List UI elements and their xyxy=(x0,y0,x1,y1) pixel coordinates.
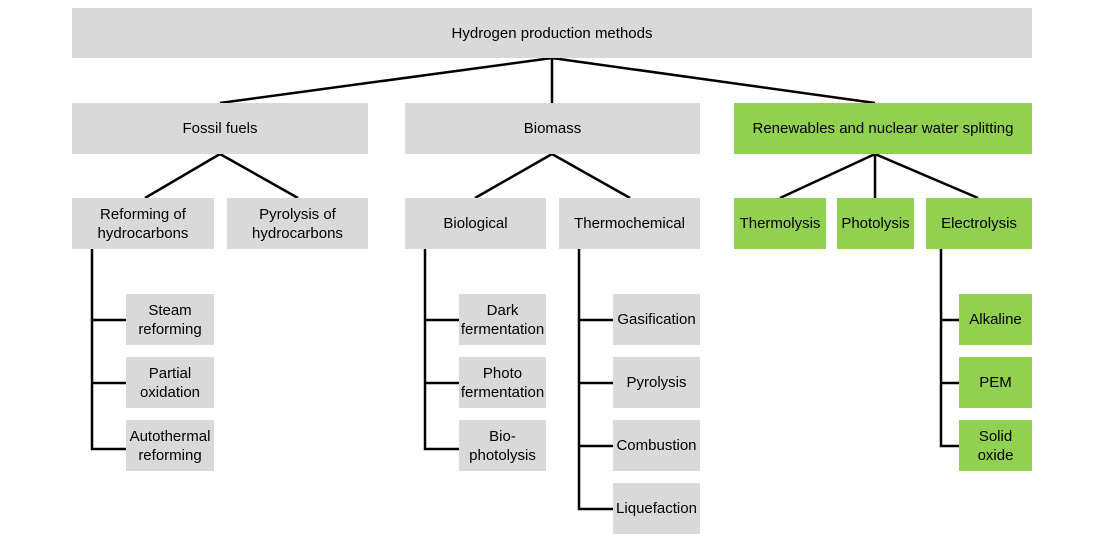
root-node: Hydrogen production methods xyxy=(72,8,1032,58)
combustion-node: Combustion xyxy=(613,420,700,471)
electrolysis-node: Electrolysis xyxy=(926,198,1032,249)
photolysis-node: Photolysis xyxy=(837,198,914,249)
dark-fermentation-node: Dark fermentation xyxy=(459,294,546,345)
biomass-node: Biomass xyxy=(405,103,700,154)
pyrolysis-node: Pyrolysis xyxy=(613,357,700,408)
connector-biomass-biological xyxy=(474,152,553,200)
connector-root-renewables xyxy=(551,56,876,105)
connector-fossil-reforming xyxy=(144,152,221,200)
autothermal-reforming-node: Autothermal reforming xyxy=(126,420,214,471)
connector-renewables-electrolysis xyxy=(874,152,979,200)
connector-reforming-spine xyxy=(90,249,126,451)
renewables-node: Renewables and nuclear water splitting xyxy=(734,103,1032,154)
thermolysis-node: Thermolysis xyxy=(734,198,826,249)
connector-electrolysis-spine xyxy=(939,249,959,448)
fossil-fuels-node: Fossil fuels xyxy=(72,103,368,154)
connector-fossil-pyrolysis xyxy=(219,152,299,200)
connector-biological-spine xyxy=(423,249,459,451)
solid-oxide-node: Solid oxide xyxy=(959,420,1032,471)
connector-biomass-thermochemical xyxy=(551,152,631,200)
bio-photolysis-node: Bio- photolysis xyxy=(459,420,546,471)
steam-reforming-node: Steam reforming xyxy=(126,294,214,345)
connector-root-fossil xyxy=(219,56,553,105)
liquefaction-node: Liquefaction xyxy=(613,483,700,534)
gasification-node: Gasification xyxy=(613,294,700,345)
connector-renewables-thermolysis xyxy=(779,152,876,200)
reforming-node: Reforming of hydrocarbons xyxy=(72,198,214,249)
biological-node: Biological xyxy=(405,198,546,249)
pem-node: PEM xyxy=(959,357,1032,408)
thermochemical-node: Thermochemical xyxy=(559,198,700,249)
photo-fermentation-node: Photo fermentation xyxy=(459,357,546,408)
pyrolysis-hydrocarbons-node: Pyrolysis of hydrocarbons xyxy=(227,198,368,249)
partial-oxidation-node: Partial oxidation xyxy=(126,357,214,408)
connector-thermochemical-spine xyxy=(577,249,613,511)
alkaline-node: Alkaline xyxy=(959,294,1032,345)
